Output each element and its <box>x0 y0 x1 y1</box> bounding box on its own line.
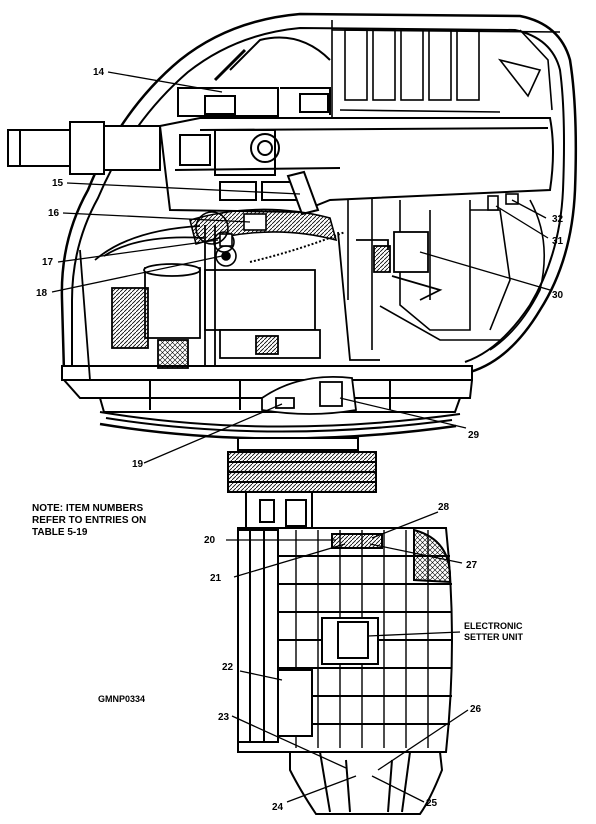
callout-15: 15 <box>52 178 64 189</box>
esu-label-line-2: SETTER UNIT <box>464 632 524 642</box>
esu-label-line-1: ELECTRONIC <box>464 621 523 631</box>
callout-27: 27 <box>466 560 478 571</box>
gun-barrel <box>7 121 161 175</box>
callout-28: 28 <box>438 502 450 513</box>
side-cage <box>331 20 561 351</box>
leader-lines <box>51 71 551 803</box>
callout-23: 23 <box>218 712 230 723</box>
lower-mechanisms <box>79 225 443 381</box>
note-line-3: TABLE 5-19 <box>32 527 88 538</box>
callout-21: 21 <box>210 573 222 584</box>
esu-label: ELECTRONIC SETTER UNIT <box>464 621 524 642</box>
callout-18: 18 <box>36 288 48 299</box>
figure-id: GMNP0334 <box>98 694 145 704</box>
magazine-drum <box>237 527 453 779</box>
note-block: NOTE: ITEM NUMBERS REFER TO ENTRIES ON T… <box>32 503 182 539</box>
bottom-fairing <box>289 751 444 815</box>
callout-17: 17 <box>42 257 54 268</box>
callout-30: 30 <box>552 290 564 301</box>
callout-24: 24 <box>272 802 284 813</box>
callout-labels: 14 15 16 17 18 19 20 21 22 23 24 25 26 2… <box>36 67 564 813</box>
callout-14: 14 <box>93 67 105 78</box>
callout-29: 29 <box>468 430 480 441</box>
note-line-2: REFER TO ENTRIES ON <box>32 515 147 526</box>
upper-right-bracket <box>487 58 542 211</box>
base-cutaway <box>261 375 357 415</box>
callout-31: 31 <box>552 236 564 247</box>
callout-16: 16 <box>48 208 60 219</box>
receiver <box>158 36 554 214</box>
note-line-1: NOTE: ITEM NUMBERS <box>32 503 144 514</box>
callout-25: 25 <box>426 798 438 809</box>
elevation-gear <box>189 208 346 267</box>
callout-19: 19 <box>132 459 144 470</box>
callout-26: 26 <box>470 704 482 715</box>
callout-22: 22 <box>222 662 234 673</box>
callout-20: 20 <box>204 535 216 546</box>
feeder-clamp <box>286 170 320 216</box>
callout-32: 32 <box>552 214 564 225</box>
drive-stack <box>227 437 377 529</box>
